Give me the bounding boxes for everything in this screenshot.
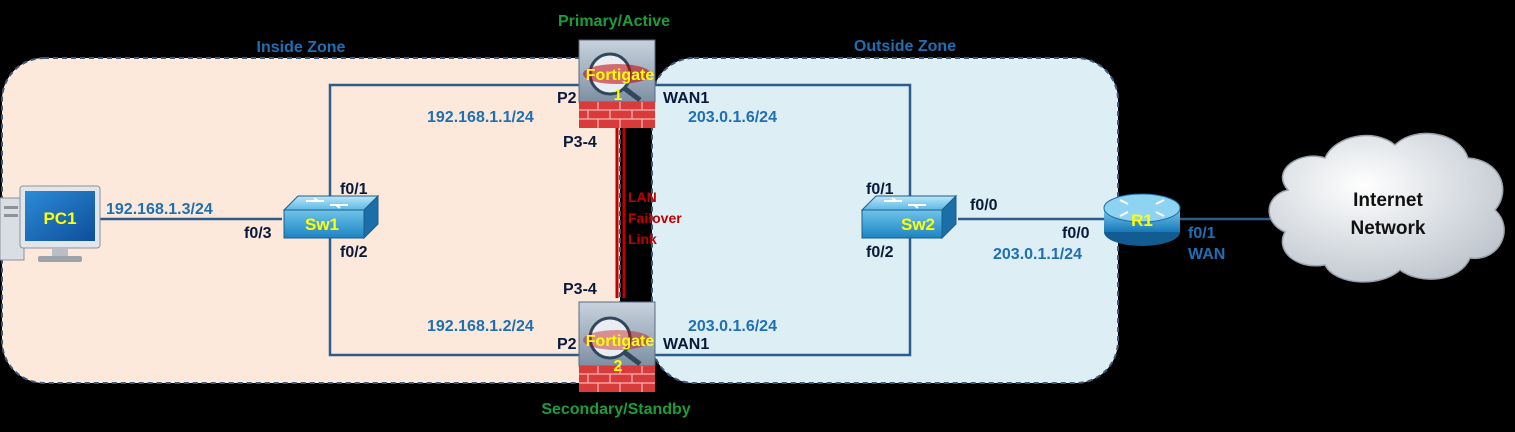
fg1-port-p2: P2 <box>557 90 577 107</box>
pc1-label: PC1 <box>43 209 76 228</box>
fg1-port-wan1: WAN1 <box>663 90 709 107</box>
fortigate2-number: 2 <box>614 358 623 375</box>
fortigate1-name: Fortigate <box>586 67 655 84</box>
link-sw1-fg2 <box>328 238 585 357</box>
r1-label: R1 <box>1131 211 1153 230</box>
link-sw1-fg1 <box>328 83 585 200</box>
r1-router: R1 <box>1103 193 1181 246</box>
failover-label-line3: Link <box>628 231 657 247</box>
sw1-label: Sw1 <box>305 215 339 234</box>
sw1-port-f03: f0/3 <box>244 225 272 242</box>
fg1-inside-ip: 192.168.1.1/24 <box>427 109 534 126</box>
failover-label-line1: LAN <box>628 189 657 205</box>
fg1-outside-ip: 203.0.1.6/24 <box>688 109 777 126</box>
pc1-computer: PC1 <box>0 185 101 262</box>
pc1-ip: 192.168.1.3/24 <box>106 201 213 218</box>
sw2-switch: Sw2 <box>860 194 958 240</box>
sw1-port-f01: f0/1 <box>340 181 368 198</box>
fg2-port-p2: P2 <box>557 336 577 353</box>
fortigate2-firewall: Fortigate 2 <box>578 301 656 392</box>
sw2-port-f00: f0/0 <box>970 197 998 214</box>
fortigate1-number: 1 <box>614 87 623 104</box>
fg2-port-p34: P3-4 <box>563 281 597 298</box>
failover-label-line2: Failover <box>628 210 682 226</box>
sw1-port-f02: f0/2 <box>340 244 368 261</box>
fortigate1-firewall: Fortigate 1 <box>578 39 656 128</box>
fg2-port-wan1: WAN1 <box>663 336 709 353</box>
fg2-inside-ip: 192.168.1.2/24 <box>427 318 534 335</box>
r1-port-wan: WAN <box>1188 246 1225 263</box>
port-labels: P2 WAN1 P3-4 P2 WAN1 P3-4 f0/1 f0/2 f0/3… <box>244 90 1090 353</box>
ip-labels: 192.168.1.1/24 203.0.1.6/24 192.168.1.2/… <box>106 109 1082 335</box>
failover-label: LAN Failover Link <box>628 189 682 247</box>
fg1-port-p34: P3-4 <box>563 134 597 151</box>
fortigate2-name: Fortigate <box>586 333 655 350</box>
fg2-outside-ip: 203.0.1.6/24 <box>688 318 777 335</box>
cloud-label-line1: Internet <box>1353 190 1423 211</box>
sw2-port-f01: f0/1 <box>866 181 894 198</box>
secondary-role-label: Secondary/Standby <box>541 401 690 418</box>
links <box>98 83 1275 357</box>
failover-link <box>615 128 626 298</box>
cloud-label-line2: Network <box>1351 218 1426 239</box>
sw2-label: Sw2 <box>901 215 935 234</box>
r1-port-f01: f0/1 <box>1188 225 1216 242</box>
link-fg2-sw2 <box>655 238 912 357</box>
r1-ip: 203.0.1.1/24 <box>993 246 1082 263</box>
internet-cloud: Internet Network <box>1268 132 1505 283</box>
r1-port-f00: f0/0 <box>1062 225 1090 242</box>
sw1-switch: Sw1 <box>282 194 380 240</box>
primary-role-label: Primary/Active <box>558 13 670 30</box>
outside-zone-title: Outside Zone <box>854 38 956 55</box>
link-fg1-sw2 <box>655 83 912 200</box>
inside-zone-title: Inside Zone <box>257 39 346 56</box>
sw2-port-f02: f0/2 <box>866 244 894 261</box>
